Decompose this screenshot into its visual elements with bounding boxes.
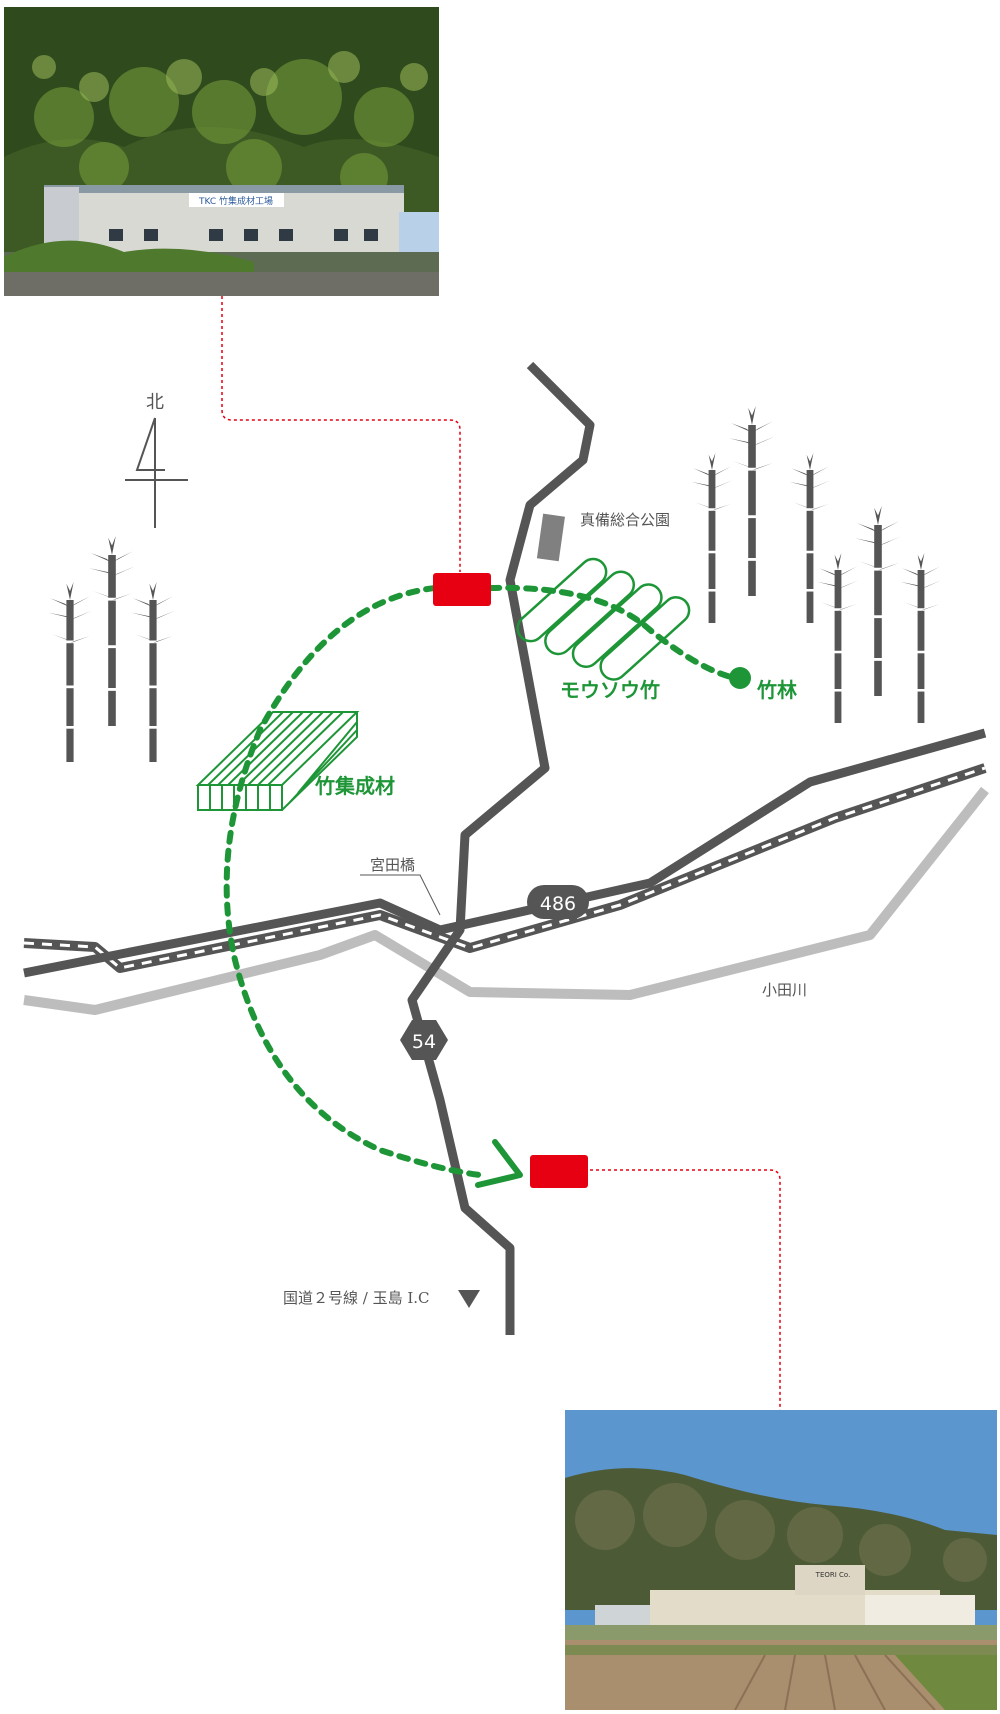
oda-river bbox=[23, 786, 989, 1015]
laminated-lumber-icon bbox=[195, 711, 360, 811]
north-label: 北 bbox=[146, 392, 164, 413]
leader-line-top bbox=[221, 296, 461, 572]
laminated-lumber-label: 竹集成材 bbox=[314, 774, 395, 798]
north-arrow-icon bbox=[125, 417, 188, 528]
moso-bamboo-icon bbox=[516, 557, 691, 681]
factory-marker-top[interactable] bbox=[433, 573, 491, 606]
top-photo-sign: TKC 竹集成材工場 bbox=[198, 195, 273, 207]
bamboo-trees-left bbox=[48, 536, 175, 762]
flow-path-circle bbox=[223, 585, 483, 1178]
route-54-shield: 54 bbox=[400, 1020, 448, 1060]
bottom-photo-sign: TEORI Co. bbox=[815, 1571, 851, 1579]
factory-photo-top: TKC 竹集成材工場 bbox=[4, 7, 439, 296]
river-label: 小田川 bbox=[762, 981, 807, 999]
bridge-callout: 宮田橋 bbox=[360, 856, 441, 916]
factory-marker-bottom[interactable] bbox=[530, 1155, 588, 1188]
bamboo-forest-label: 竹林 bbox=[756, 678, 797, 702]
moso-bamboo-label: モウソウ竹 bbox=[560, 678, 660, 702]
park-label: 真備総合公園 bbox=[580, 511, 670, 529]
svg-text:54: 54 bbox=[412, 1031, 436, 1053]
down-triangle-icon bbox=[458, 1290, 480, 1308]
flow-arrowhead-icon bbox=[475, 1139, 523, 1188]
route-486-shield: 486 bbox=[527, 885, 589, 919]
bamboo-forest-dot bbox=[729, 667, 751, 689]
svg-text:486: 486 bbox=[540, 893, 576, 915]
factory-photo-bottom: TEORI Co. bbox=[565, 1410, 997, 1710]
route-54-road bbox=[407, 361, 595, 1335]
railway bbox=[23, 763, 987, 973]
highway-label: 国道２号線 / 玉島 I.C bbox=[283, 1289, 430, 1307]
bridge-label: 宮田橋 bbox=[370, 856, 415, 874]
leader-line-bottom bbox=[590, 1169, 781, 1410]
park-block bbox=[536, 513, 565, 562]
